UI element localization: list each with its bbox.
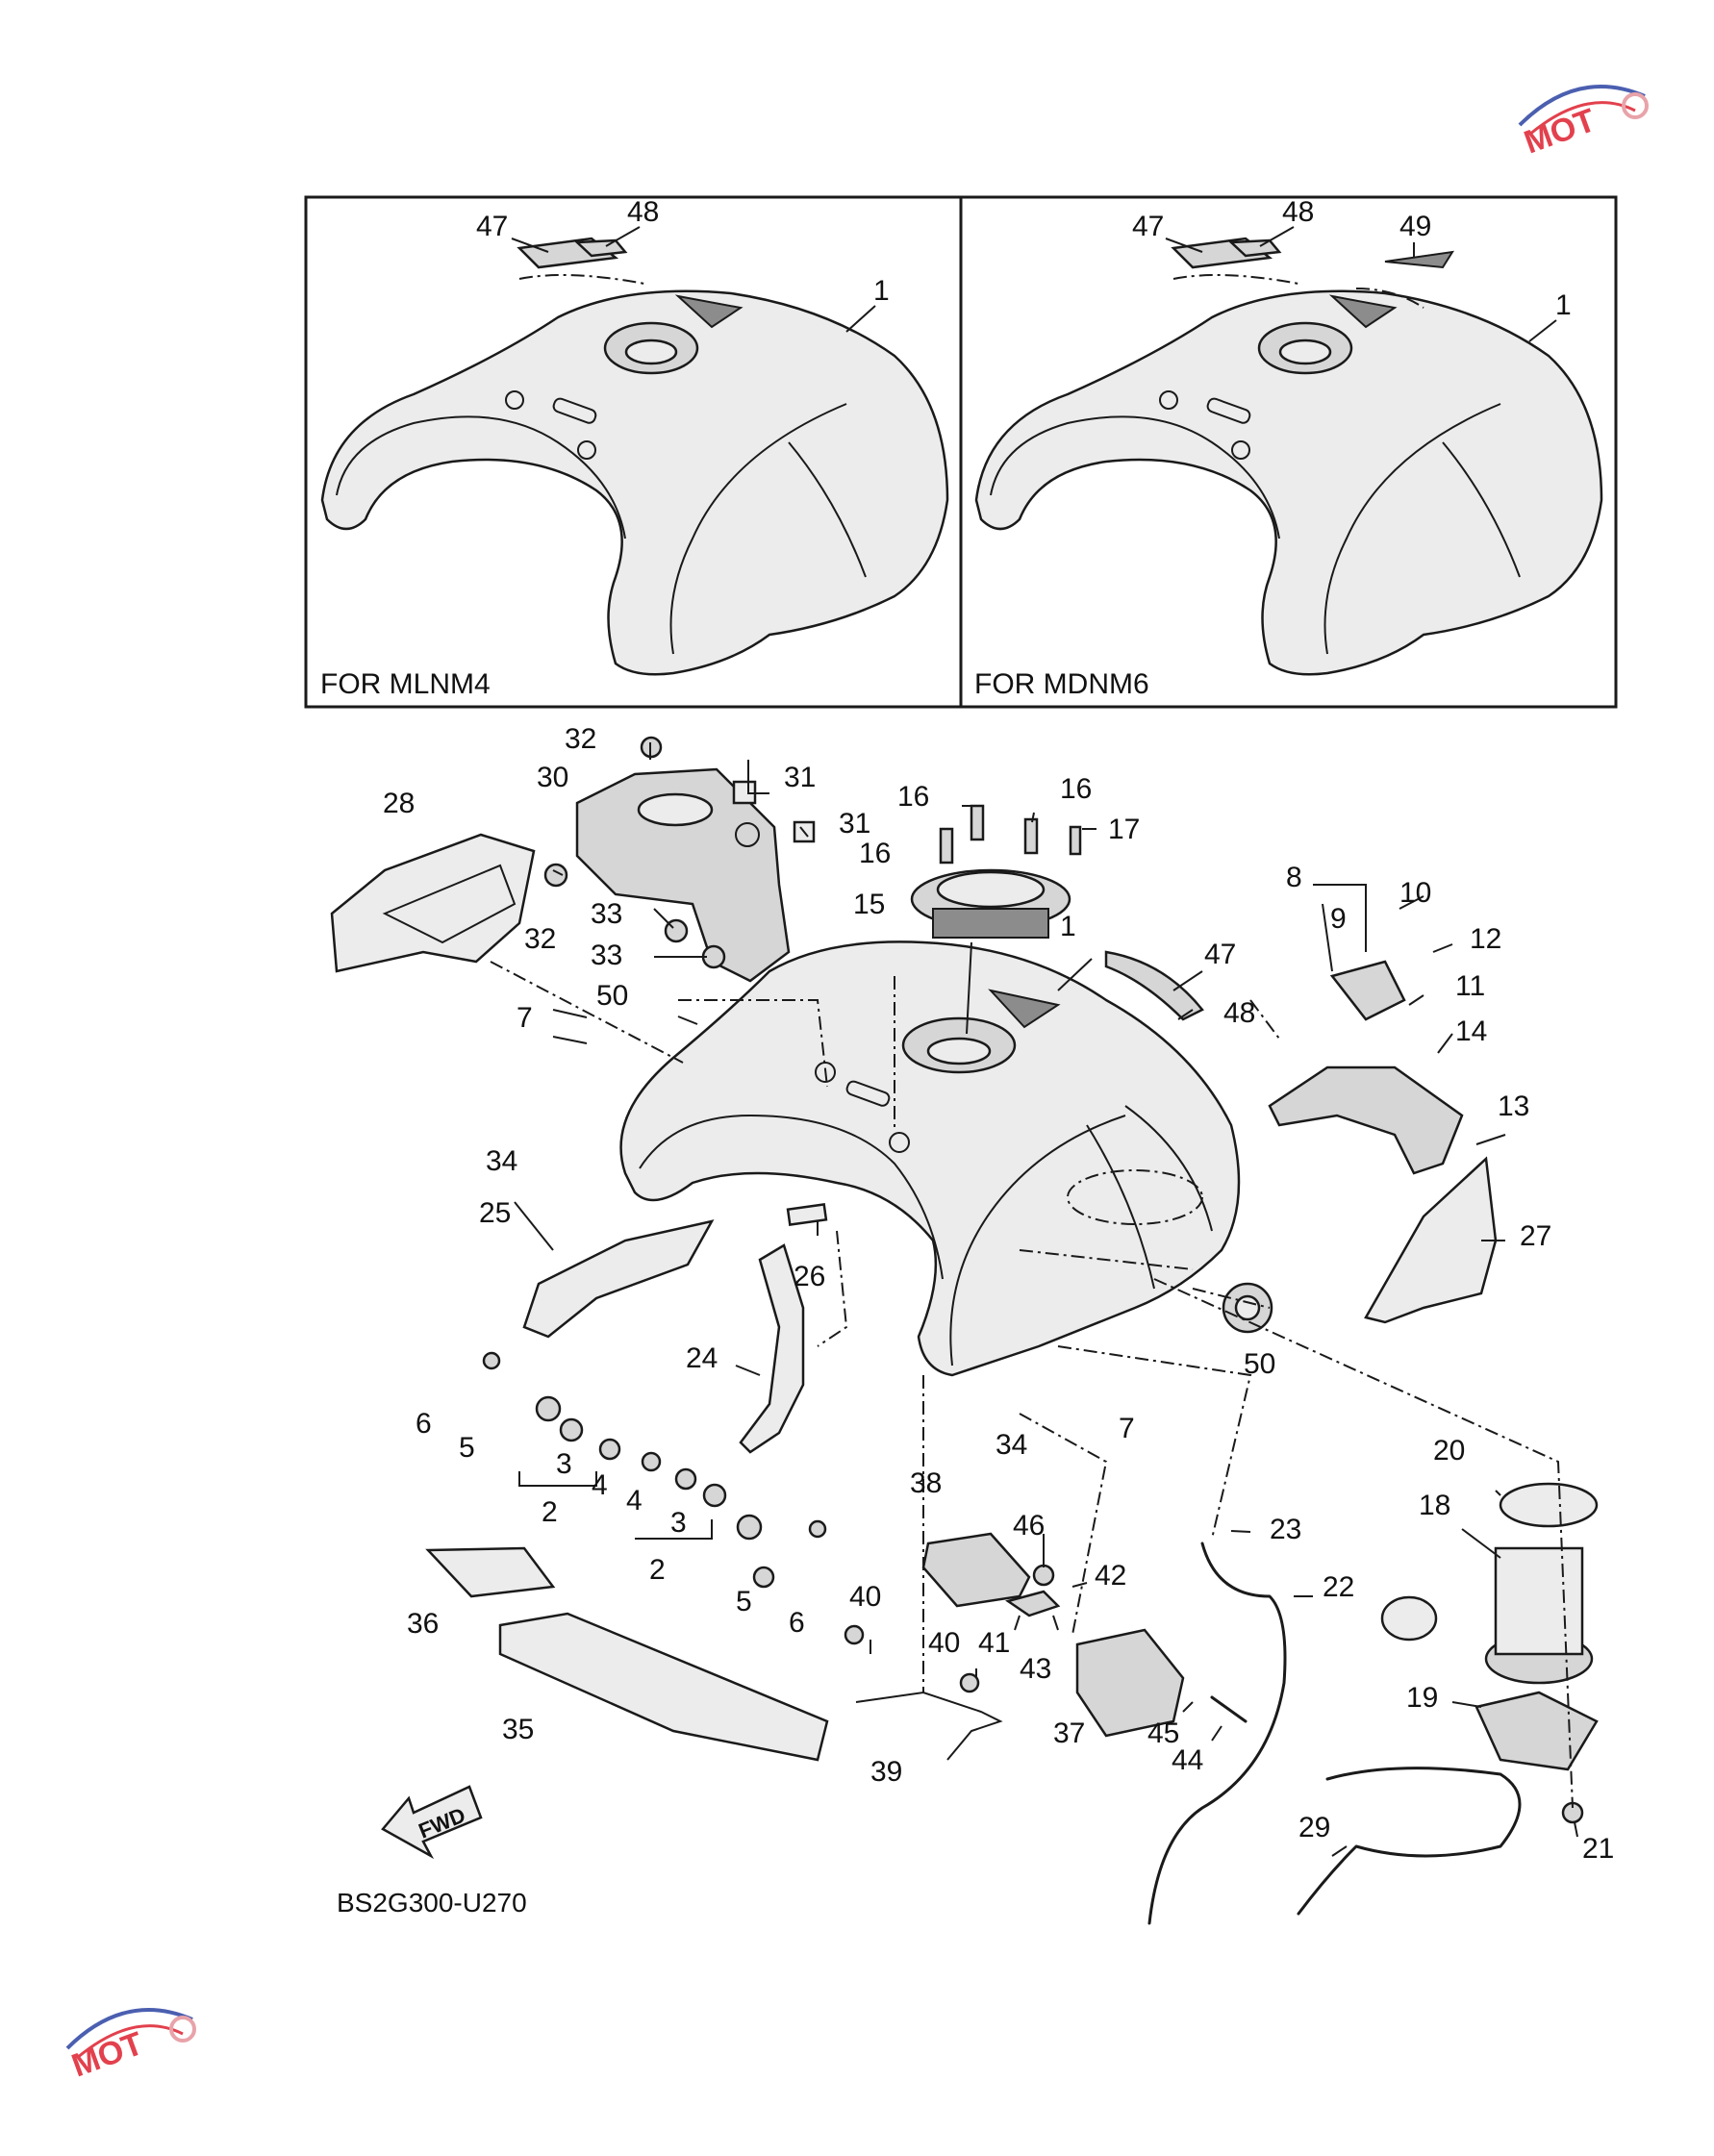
callout-number: 5 [459,1432,475,1464]
callout-number: 1 [873,275,890,307]
callout-number: 30 [537,762,568,793]
callout-number: 6 [789,1607,805,1639]
callout-number: 12 [1470,923,1501,955]
callout-number: 25 [479,1197,511,1229]
diagram-code: BS2G300-U270 [337,1888,527,1918]
callout-number: 48 [1282,196,1314,228]
callout-number: 7 [517,1002,533,1034]
callout-number: 20 [1433,1435,1465,1467]
callout-number: 8 [1286,862,1302,893]
callout-number: 10 [1399,877,1431,909]
callout-number: 34 [486,1145,517,1177]
callout-number: 47 [1204,939,1236,970]
callout-number: 4 [592,1469,608,1501]
callout-number: 34 [996,1429,1027,1461]
callout-number: 16 [859,838,891,869]
callout-number: 6 [416,1408,432,1440]
callout-number: 40 [928,1627,960,1659]
lower-covers [522,1203,828,1454]
inset-callouts: 47 48 1 47 48 49 1 [476,196,1572,342]
callout-number: 32 [565,723,596,755]
panel-label-left: FOR MLNM4 [320,668,491,700]
callout-number: 4 [626,1485,643,1517]
callout-number: 37 [1053,1717,1085,1749]
callout-number: 47 [476,211,508,242]
callout-number: 23 [1270,1514,1301,1545]
callout-number: 33 [591,940,622,971]
callout-number: 50 [1244,1348,1275,1380]
callout-number: 18 [1419,1490,1450,1521]
callout-number: 39 [870,1756,902,1788]
callout-number: 16 [1060,773,1092,805]
callout-number: 27 [1520,1220,1551,1252]
callout-number: 48 [627,196,659,228]
callout-number: 33 [591,898,622,930]
callout-number: 50 [596,980,628,1012]
callout-number: 26 [794,1261,825,1292]
callout-number: 35 [502,1714,534,1745]
callout-number: 19 [1406,1682,1438,1714]
main-callouts: 32 31 31 30 28 32 33 33 50 7 34 25 26 24… [383,723,1614,1865]
tank-pads [425,1546,829,1762]
inset-tank-left [320,237,949,676]
rear-bracket [543,736,816,983]
callout-number: 14 [1455,1015,1487,1047]
callout-number: 42 [1095,1560,1126,1592]
front-bracket [1268,960,1464,1175]
main-fuel-tank [619,940,1241,1377]
callout-number: 46 [1013,1510,1045,1542]
inset-tank-right [974,237,1603,676]
canister-assembly [844,1532,1185,1761]
callout-number: 2 [649,1554,666,1586]
callout-number: 49 [1399,211,1431,242]
callout-number: 3 [556,1448,572,1480]
callout-number: 22 [1323,1571,1354,1603]
fuel-hoses [1147,1542,1287,1925]
callout-number: 17 [1108,814,1140,845]
callout-number: 43 [1020,1653,1051,1685]
leader-lines [514,742,1578,1857]
callout-number: 1 [1555,289,1572,321]
callout-number: 31 [784,762,816,793]
callout-number: 36 [407,1608,439,1640]
inset-panels: FOR MLNM4 FOR MDNM6 [304,195,1618,709]
callout-number: 28 [383,788,415,819]
callout-number: 38 [910,1467,942,1499]
callout-number: 16 [897,781,929,813]
callout-number: 5 [736,1586,752,1617]
moto-logo-icon: MOT [65,2008,196,2085]
callout-number: 44 [1172,1744,1203,1776]
callout-number: 29 [1298,1812,1330,1843]
construction-lines [490,961,1574,1809]
moto-logo-icon: MOT [1518,85,1649,162]
callout-number: 9 [1330,903,1347,935]
callout-number: 41 [978,1627,1010,1659]
callout-number: 47 [1132,211,1164,242]
callout-number: 24 [686,1342,718,1374]
side-cover-right [1364,1156,1498,1324]
callout-number: 40 [849,1581,881,1613]
callout-number: 45 [1147,1717,1179,1749]
callout-number: 1 [1060,911,1076,942]
callout-number: 11 [1455,970,1485,1002]
callout-number: 7 [1119,1413,1135,1444]
callout-number: 15 [853,889,885,920]
callout-number: 32 [524,923,556,955]
callout-number: 3 [670,1507,687,1539]
callout-number: 31 [839,808,870,840]
callout-number: 48 [1223,997,1255,1029]
side-cover-left [330,833,536,973]
fuel-cap-assembly [910,868,1071,1035]
mount-fasteners [482,1351,827,1589]
callout-number: 21 [1582,1833,1614,1865]
panel-label-right: FOR MDNM6 [974,668,1149,700]
fwd-arrow-icon: FWD [381,1785,483,1860]
cap-bolts [939,804,1082,865]
callout-number: 2 [542,1496,558,1528]
tank-emblem [1222,1282,1273,1334]
callout-number: 13 [1498,1091,1529,1122]
